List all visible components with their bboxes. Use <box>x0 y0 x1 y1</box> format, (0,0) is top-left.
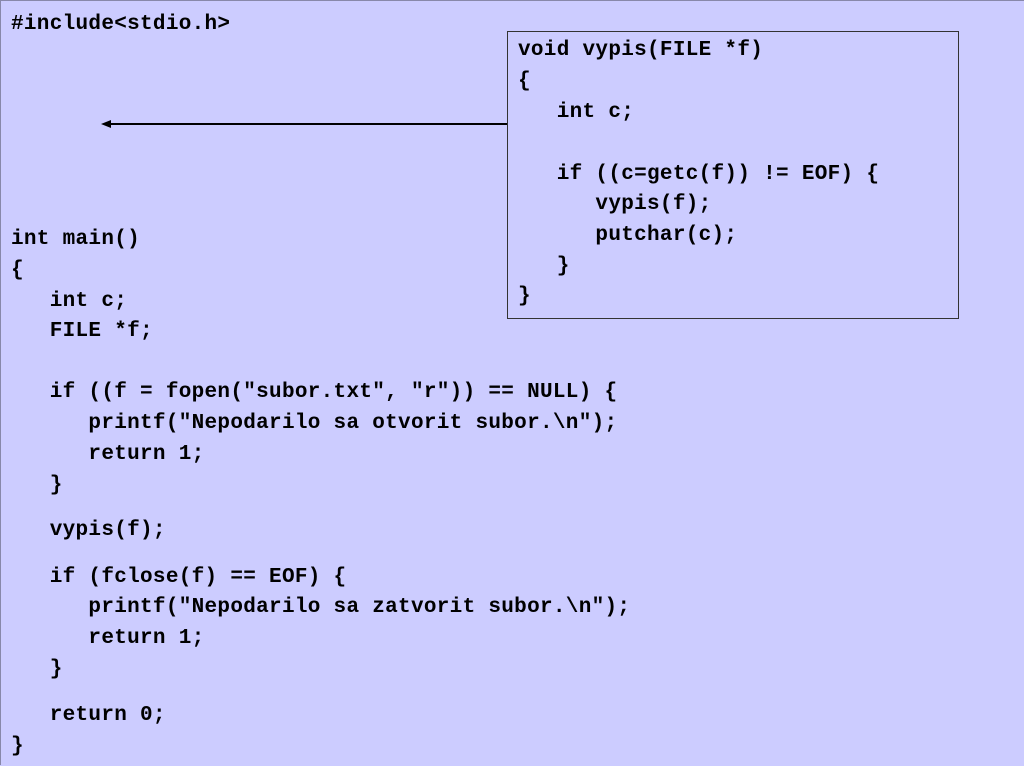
box-code-line: } <box>518 255 570 278</box>
code-line: printf("Nepodarilo sa zatvorit subor.\n"… <box>11 596 631 619</box>
code-line: FILE *f; <box>11 320 153 343</box>
box-code-line: void vypis(FILE *f) <box>518 39 764 62</box>
code-line: return 0; <box>11 704 166 727</box>
code-line: } <box>11 735 24 758</box>
code-line: return 1; <box>11 627 205 650</box>
box-code-line: if ((c=getc(f)) != EOF) { <box>518 163 880 186</box>
box-code-line: putchar(c); <box>518 224 738 247</box>
box-code-line: } <box>518 285 531 308</box>
box-code-line: vypis(f); <box>518 193 712 216</box>
code-line: int c; <box>11 290 128 313</box>
box-code-line: { <box>518 70 531 93</box>
code-line: if ((f = fopen("subor.txt", "r")) == NUL… <box>11 381 618 404</box>
code-line: } <box>11 474 63 497</box>
box-code-line: int c; <box>518 101 635 124</box>
code-line-include: #include<stdio.h> <box>11 13 231 36</box>
code-line: if (fclose(f) == EOF) { <box>11 566 347 589</box>
code-line: } <box>11 658 63 681</box>
function-definition-box: void vypis(FILE *f) { int c; if ((c=getc… <box>507 31 959 319</box>
code-line: { <box>11 259 24 282</box>
code-line: return 1; <box>11 443 205 466</box>
code-line: int main() <box>11 228 141 251</box>
code-line: printf("Nepodarilo sa otvorit subor.\n")… <box>11 412 618 435</box>
code-line: vypis(f); <box>11 519 166 542</box>
